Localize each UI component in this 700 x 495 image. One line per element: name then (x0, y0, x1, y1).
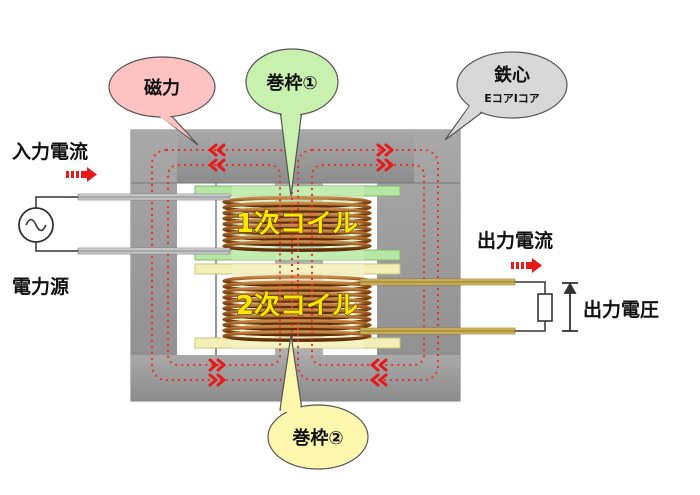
callout-magnetic-force: 磁力 (108, 56, 216, 146)
chevron-icon (376, 158, 394, 172)
coil-turn (222, 280, 372, 293)
flow-arrow-icon (66, 167, 97, 182)
coil-turn (222, 313, 372, 326)
input-circuit (18, 193, 231, 255)
output-voltage-label: 出力電圧 (583, 298, 659, 321)
primary-coil-label: 1次コイル (236, 209, 358, 239)
chevron-icon (370, 373, 388, 387)
flux-loop-left-outer (151, 149, 293, 381)
callout-bobbin-2: 巻枠② (267, 334, 369, 470)
coil-turn (222, 196, 372, 208)
chevron-icon (208, 158, 226, 172)
bobbin-2-label: 巻枠② (291, 427, 343, 449)
bobbin-1-label: 巻枠① (265, 72, 317, 94)
flux-loop-right-outer (297, 149, 439, 381)
iron-core-title: 鉄心 (494, 64, 530, 86)
output-wire-top (359, 278, 516, 286)
input-wire-bottom (77, 247, 231, 255)
callout-bobbin-1: 巻枠① (245, 48, 339, 197)
input-wire-top (77, 193, 231, 201)
iron-core-subtitle: EコアIコア (484, 92, 540, 105)
chevron-icon (208, 373, 226, 387)
magnetic-force-label: 磁力 (144, 77, 180, 99)
coil-turn (222, 286, 372, 298)
output-wire-bottom (359, 327, 516, 335)
output-current-label: 出力電流 (477, 229, 553, 252)
voltage-arrow-icon (562, 282, 578, 332)
resistor-icon (537, 293, 553, 322)
input-current-label: 入力電流 (12, 140, 88, 163)
chevron-icon (376, 143, 394, 157)
flux-chevrons (208, 143, 394, 387)
ac-source-icon (18, 207, 54, 243)
coil-turn (222, 223, 372, 236)
secondary-coil-label: 2次コイル (236, 291, 358, 321)
chevron-icon (208, 358, 226, 372)
chevron-icon (370, 358, 388, 372)
power-source-label: 電力源 (12, 275, 69, 298)
output-circuit (359, 278, 578, 335)
callout-iron-core: 鉄心 EコアIコア (444, 51, 568, 141)
flow-arrow-icon (511, 258, 542, 273)
flux-loop-right-inner (311, 164, 425, 366)
chevron-icon (208, 143, 226, 157)
